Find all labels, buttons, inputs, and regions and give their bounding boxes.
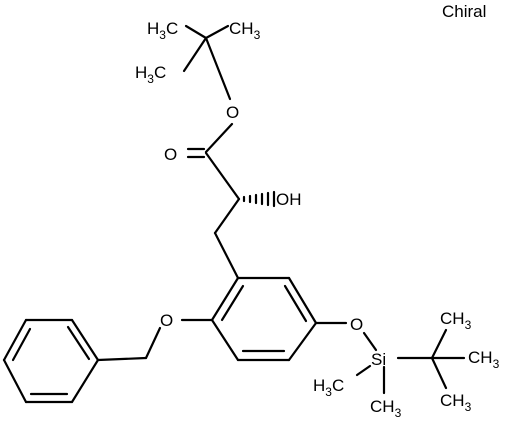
methyl-label: CH3 xyxy=(229,19,261,42)
bond-alpha-ch2 xyxy=(213,197,241,235)
bond-stereo-hashed xyxy=(242,190,276,208)
bond-carbonyl-alpha xyxy=(204,151,241,201)
bond-si-methyl-a xyxy=(355,364,372,377)
methyl-label: H3C xyxy=(135,63,166,86)
bond-ch2-phenyl xyxy=(96,356,148,362)
benzyl-ether-oxygen-label: O xyxy=(160,311,173,330)
methyl-label: CH3 xyxy=(370,397,402,419)
bond-ester-o-carbonyl-c xyxy=(204,122,234,154)
silicon-label: Si xyxy=(371,350,386,369)
bond-benzyl-o-ch2 xyxy=(144,326,162,360)
bond-ch2-ring xyxy=(213,231,240,280)
atom-labels: Chiral H3C CH3 H3C O O OH O O Si H3C CH3… xyxy=(135,2,500,420)
chirality-label: Chiral xyxy=(442,2,486,21)
ester-oxygen-label: O xyxy=(226,103,239,122)
bond-tbu-si-methyl-a xyxy=(430,328,448,360)
phenyl-bond-4 xyxy=(2,358,28,404)
methyl-label: H3C xyxy=(147,19,178,42)
ring-bond-6-inner xyxy=(220,284,245,322)
ring-bond-5 xyxy=(210,318,240,362)
methyl-label: CH3 xyxy=(440,309,472,332)
phenyl-bond-3-inner xyxy=(11,327,32,362)
phenyl-bond-1 xyxy=(70,318,100,362)
bonds xyxy=(2,24,466,404)
phenyl-bond-3 xyxy=(2,318,28,362)
methyl-label: CH3 xyxy=(468,348,500,371)
ring-bond-6 xyxy=(210,276,240,322)
bond-tbu-methyl-b xyxy=(204,24,230,40)
methyl-label: H3C xyxy=(313,376,344,399)
phenyl-bond-1-inner xyxy=(66,325,91,361)
silyl-ether-oxygen-label: O xyxy=(350,315,363,334)
phenyl-bond-6 xyxy=(70,358,100,404)
ring-bond-2 xyxy=(287,276,318,325)
methyl-label: CH3 xyxy=(440,391,472,414)
bond-tbu-methyl-a xyxy=(184,24,208,40)
bond-silyl-o-si xyxy=(362,331,378,352)
hydroxyl-label: OH xyxy=(276,190,302,209)
bond-tbu-methyl-c xyxy=(182,36,208,73)
bond-tbu-ester-o xyxy=(204,36,232,101)
bond-tbu-si-methyl-c xyxy=(430,356,448,390)
ring-bond-3 xyxy=(287,321,318,362)
carbonyl-oxygen-label: O xyxy=(164,145,177,164)
ring-bond-2-inner xyxy=(283,284,308,323)
